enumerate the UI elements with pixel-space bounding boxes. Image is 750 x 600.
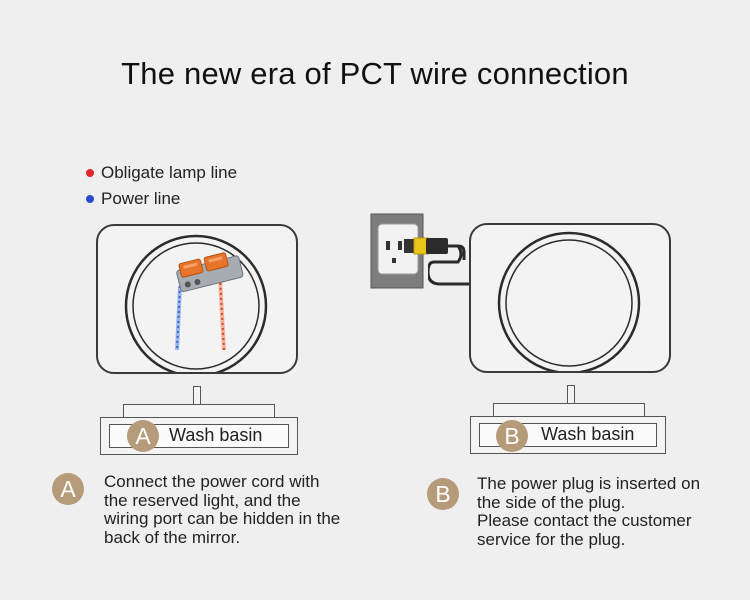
red-dot-icon (86, 169, 94, 177)
round-mirror-icon (124, 234, 268, 372)
legend-item-lamp-line: Obligate lamp line (86, 163, 237, 183)
description-line: The power plug is inserted on (477, 474, 701, 493)
description-line: the reserved light, and the (104, 490, 301, 510)
mirror-stand (193, 386, 201, 407)
description-a: Connect the power cord with the reserved… (104, 472, 384, 547)
description-line: service for the plug. (477, 529, 626, 549)
basin-label-b: Wash basin (541, 424, 635, 444)
legend-label: Obligate lamp line (101, 163, 238, 182)
page-title: The new era of PCT wire connection (121, 56, 629, 91)
wash-basin-b: B Wash basin (470, 416, 666, 454)
description-line: the side of the plug. (477, 492, 626, 512)
description-line: Please contact the customer (477, 511, 692, 530)
desc-badge-b: B (427, 478, 459, 510)
basin-top (123, 404, 275, 419)
basin-top (493, 403, 645, 418)
legend-label: Power line (101, 189, 181, 208)
mirror-stand (567, 385, 575, 406)
wash-basin-a: A Wash basin (100, 417, 298, 455)
legend-item-power-line: Power line (86, 189, 180, 209)
desc-badge-a: A (52, 473, 84, 505)
power-cord-icon (428, 245, 472, 286)
description-line: back of the mirror. (104, 527, 241, 547)
basin-badge-b: B (496, 420, 528, 452)
wall-outlet-icon (370, 213, 466, 289)
mirror-b (469, 223, 671, 373)
wire-connector-icon (176, 252, 244, 293)
round-mirror-icon (497, 231, 641, 371)
blue-dot-icon (86, 195, 94, 203)
description-b: The power plug is inserted on the side o… (477, 474, 737, 549)
basin-label-a: Wash basin (169, 425, 263, 445)
description-line: wiring port can be hidden in the (104, 509, 341, 528)
description-line: Connect the power cord with (104, 472, 320, 491)
basin-badge-a: A (127, 420, 159, 452)
mirror-a (96, 224, 298, 374)
